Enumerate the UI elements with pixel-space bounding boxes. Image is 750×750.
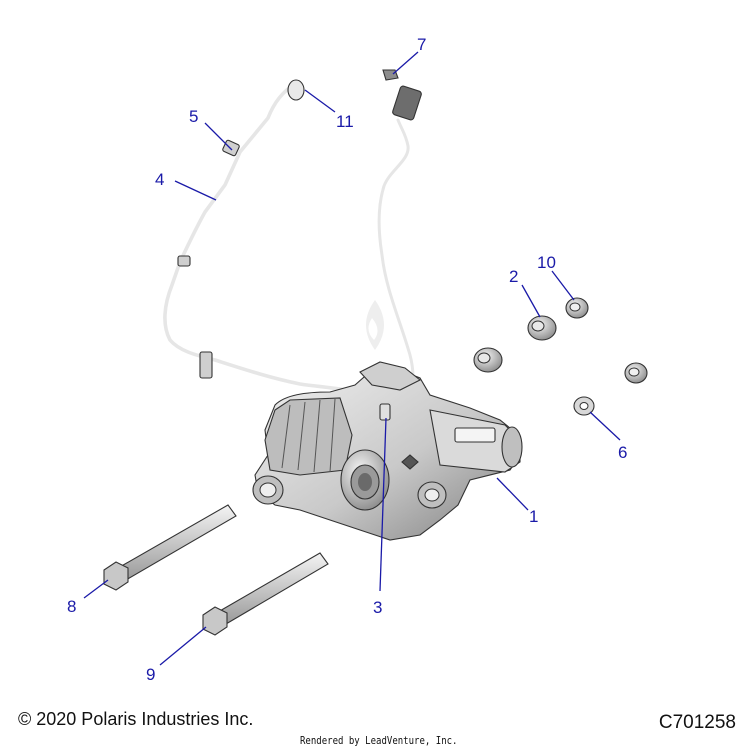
watermark-logo	[366, 300, 384, 350]
callout-7: 7	[417, 35, 426, 54]
callout-2: 2	[509, 267, 518, 286]
callout-1: 1	[529, 507, 538, 526]
part-7-sensor-connector[interactable]	[377, 69, 422, 402]
callout-6: 6	[618, 443, 627, 462]
diagram-code: C701258	[658, 712, 736, 733]
part-9-bolt[interactable]	[202, 552, 329, 636]
copyright-text: © 2020 Polaris Industries Inc.	[18, 709, 254, 729]
part-1-gearcase[interactable]	[252, 361, 523, 541]
part-6-washer[interactable]	[573, 396, 595, 416]
rendered-by-text: Rendered by LeadVenture, Inc.	[300, 734, 458, 747]
callout-8: 8	[67, 597, 76, 616]
callout-3: 3	[373, 598, 382, 617]
callout-4: 4	[155, 170, 164, 189]
part-2-bushing[interactable]	[473, 315, 557, 373]
leader-lines	[83, 51, 621, 666]
callout-labels: 1 2 3 4 5 6 7 8 9 10 11	[67, 35, 627, 684]
part-10-nut[interactable]	[565, 297, 648, 384]
callout-10: 10	[537, 253, 556, 272]
callout-9: 9	[146, 665, 155, 684]
callout-11: 11	[336, 112, 354, 131]
callout-5: 5	[189, 107, 198, 126]
part-8-bolt[interactable]	[103, 504, 237, 591]
